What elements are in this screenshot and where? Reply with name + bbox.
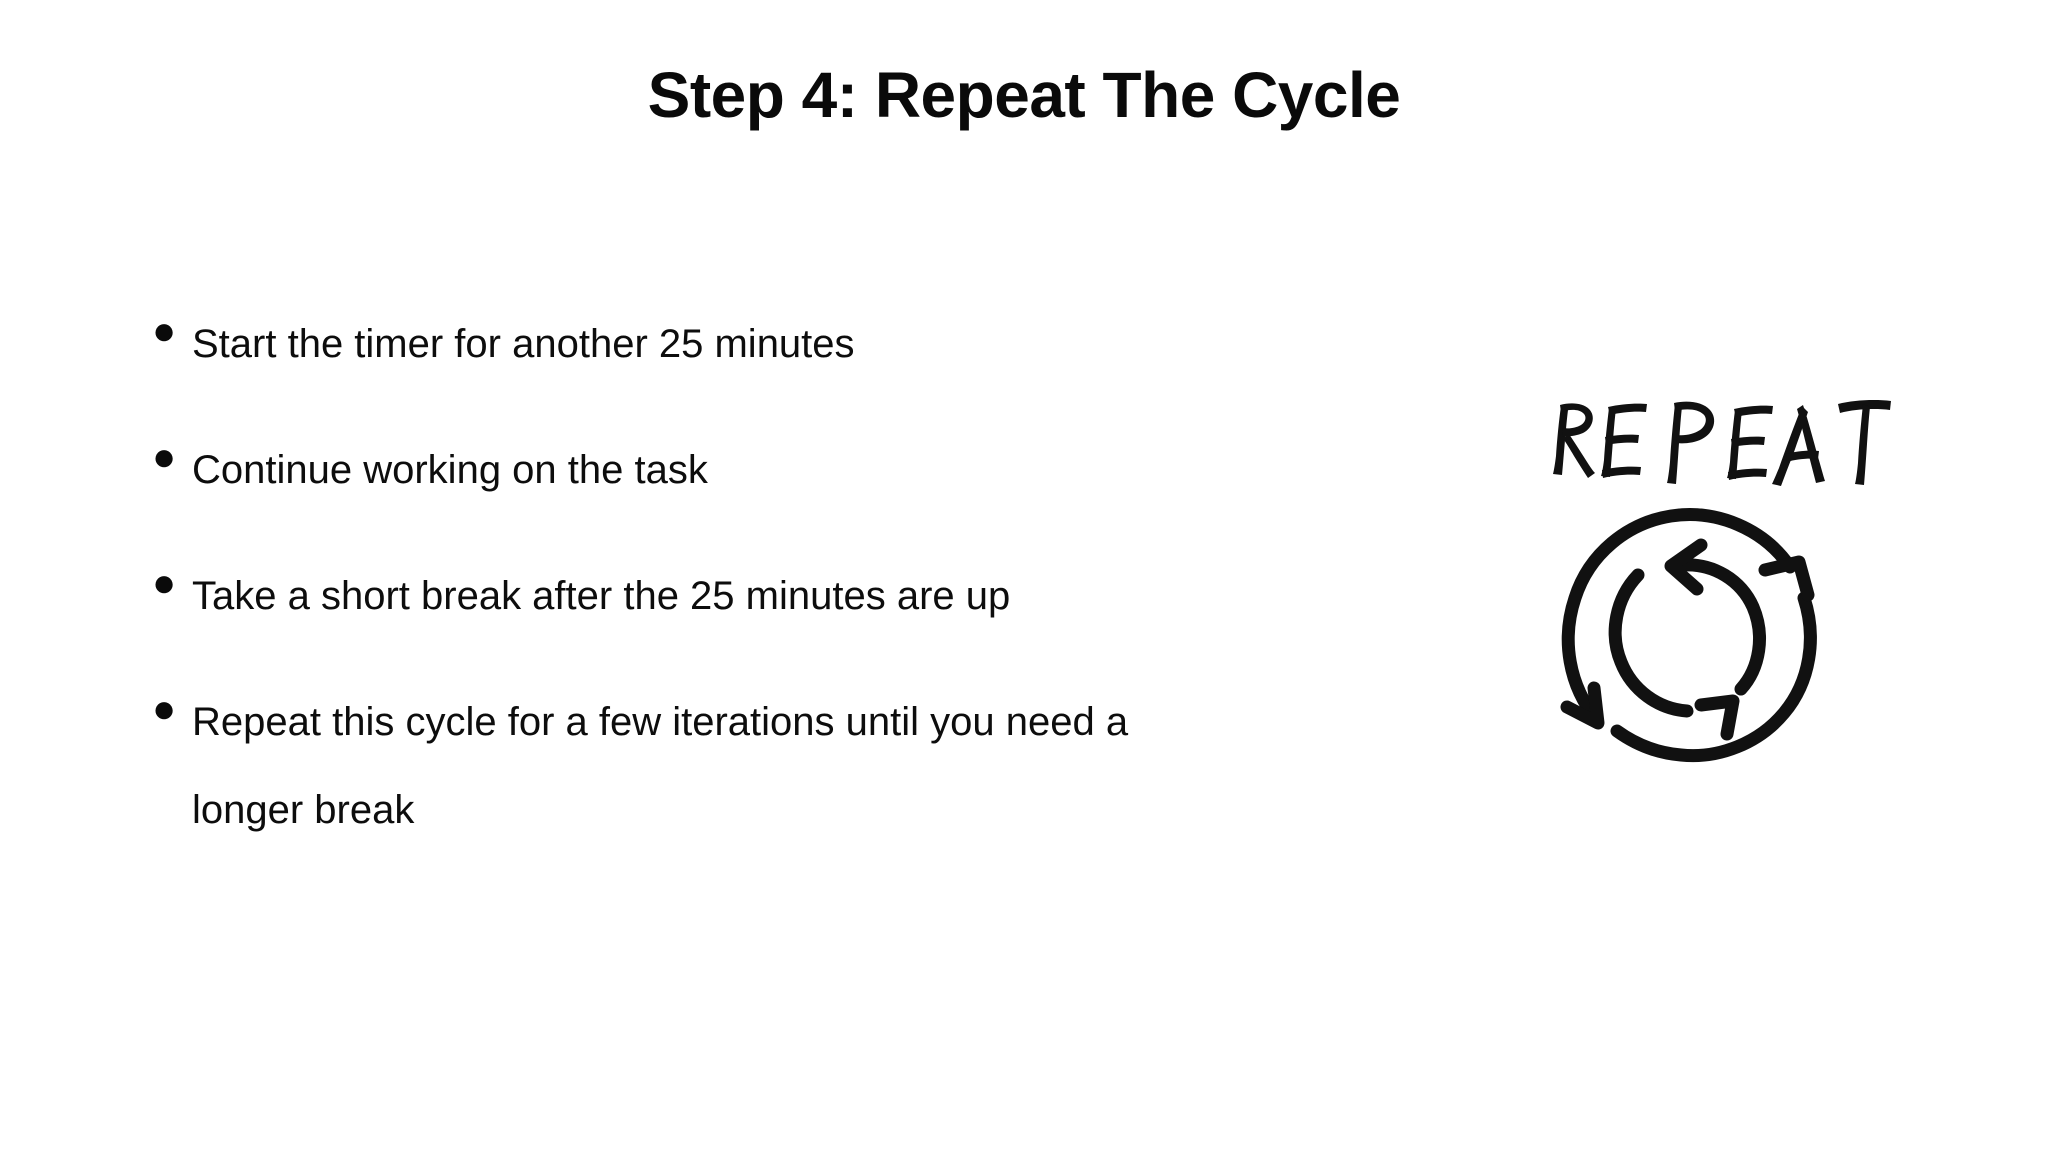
bullet-dot-icon: ● (152, 561, 177, 605)
bullet-list: ● Start the timer for another 25 minutes… (140, 300, 1260, 892)
inner-arrowheads (1664, 538, 1740, 741)
bullet-dot-icon: ● (152, 435, 177, 479)
list-item: ● Repeat this cycle for a few iterations… (140, 678, 1260, 854)
bullet-dot-icon: ● (152, 309, 177, 353)
inner-cycle-arrow (1608, 558, 1766, 718)
bullet-dot-icon: ● (152, 687, 177, 731)
repeat-cycle-illustration (1505, 390, 1905, 810)
outer-cycle-arrow (1561, 508, 1817, 763)
list-item-text: Repeat this cycle for a few iterations u… (192, 700, 1129, 832)
list-item-text: Continue working on the task (192, 448, 708, 492)
outer-arrowheads (1560, 555, 1815, 730)
list-item: ● Start the timer for another 25 minutes (140, 300, 1260, 388)
list-item-text: Take a short break after the 25 minutes … (192, 574, 1011, 618)
list-item: ● Take a short break after the 25 minute… (140, 552, 1260, 640)
page-title: Step 4: Repeat The Cycle (647, 59, 1401, 131)
repeat-cycle-icon (1553, 400, 1891, 763)
list-item: ● Continue working on the task (140, 426, 1260, 514)
list-item-text: Start the timer for another 25 minutes (192, 322, 855, 366)
repeat-word-lettering (1553, 400, 1891, 486)
